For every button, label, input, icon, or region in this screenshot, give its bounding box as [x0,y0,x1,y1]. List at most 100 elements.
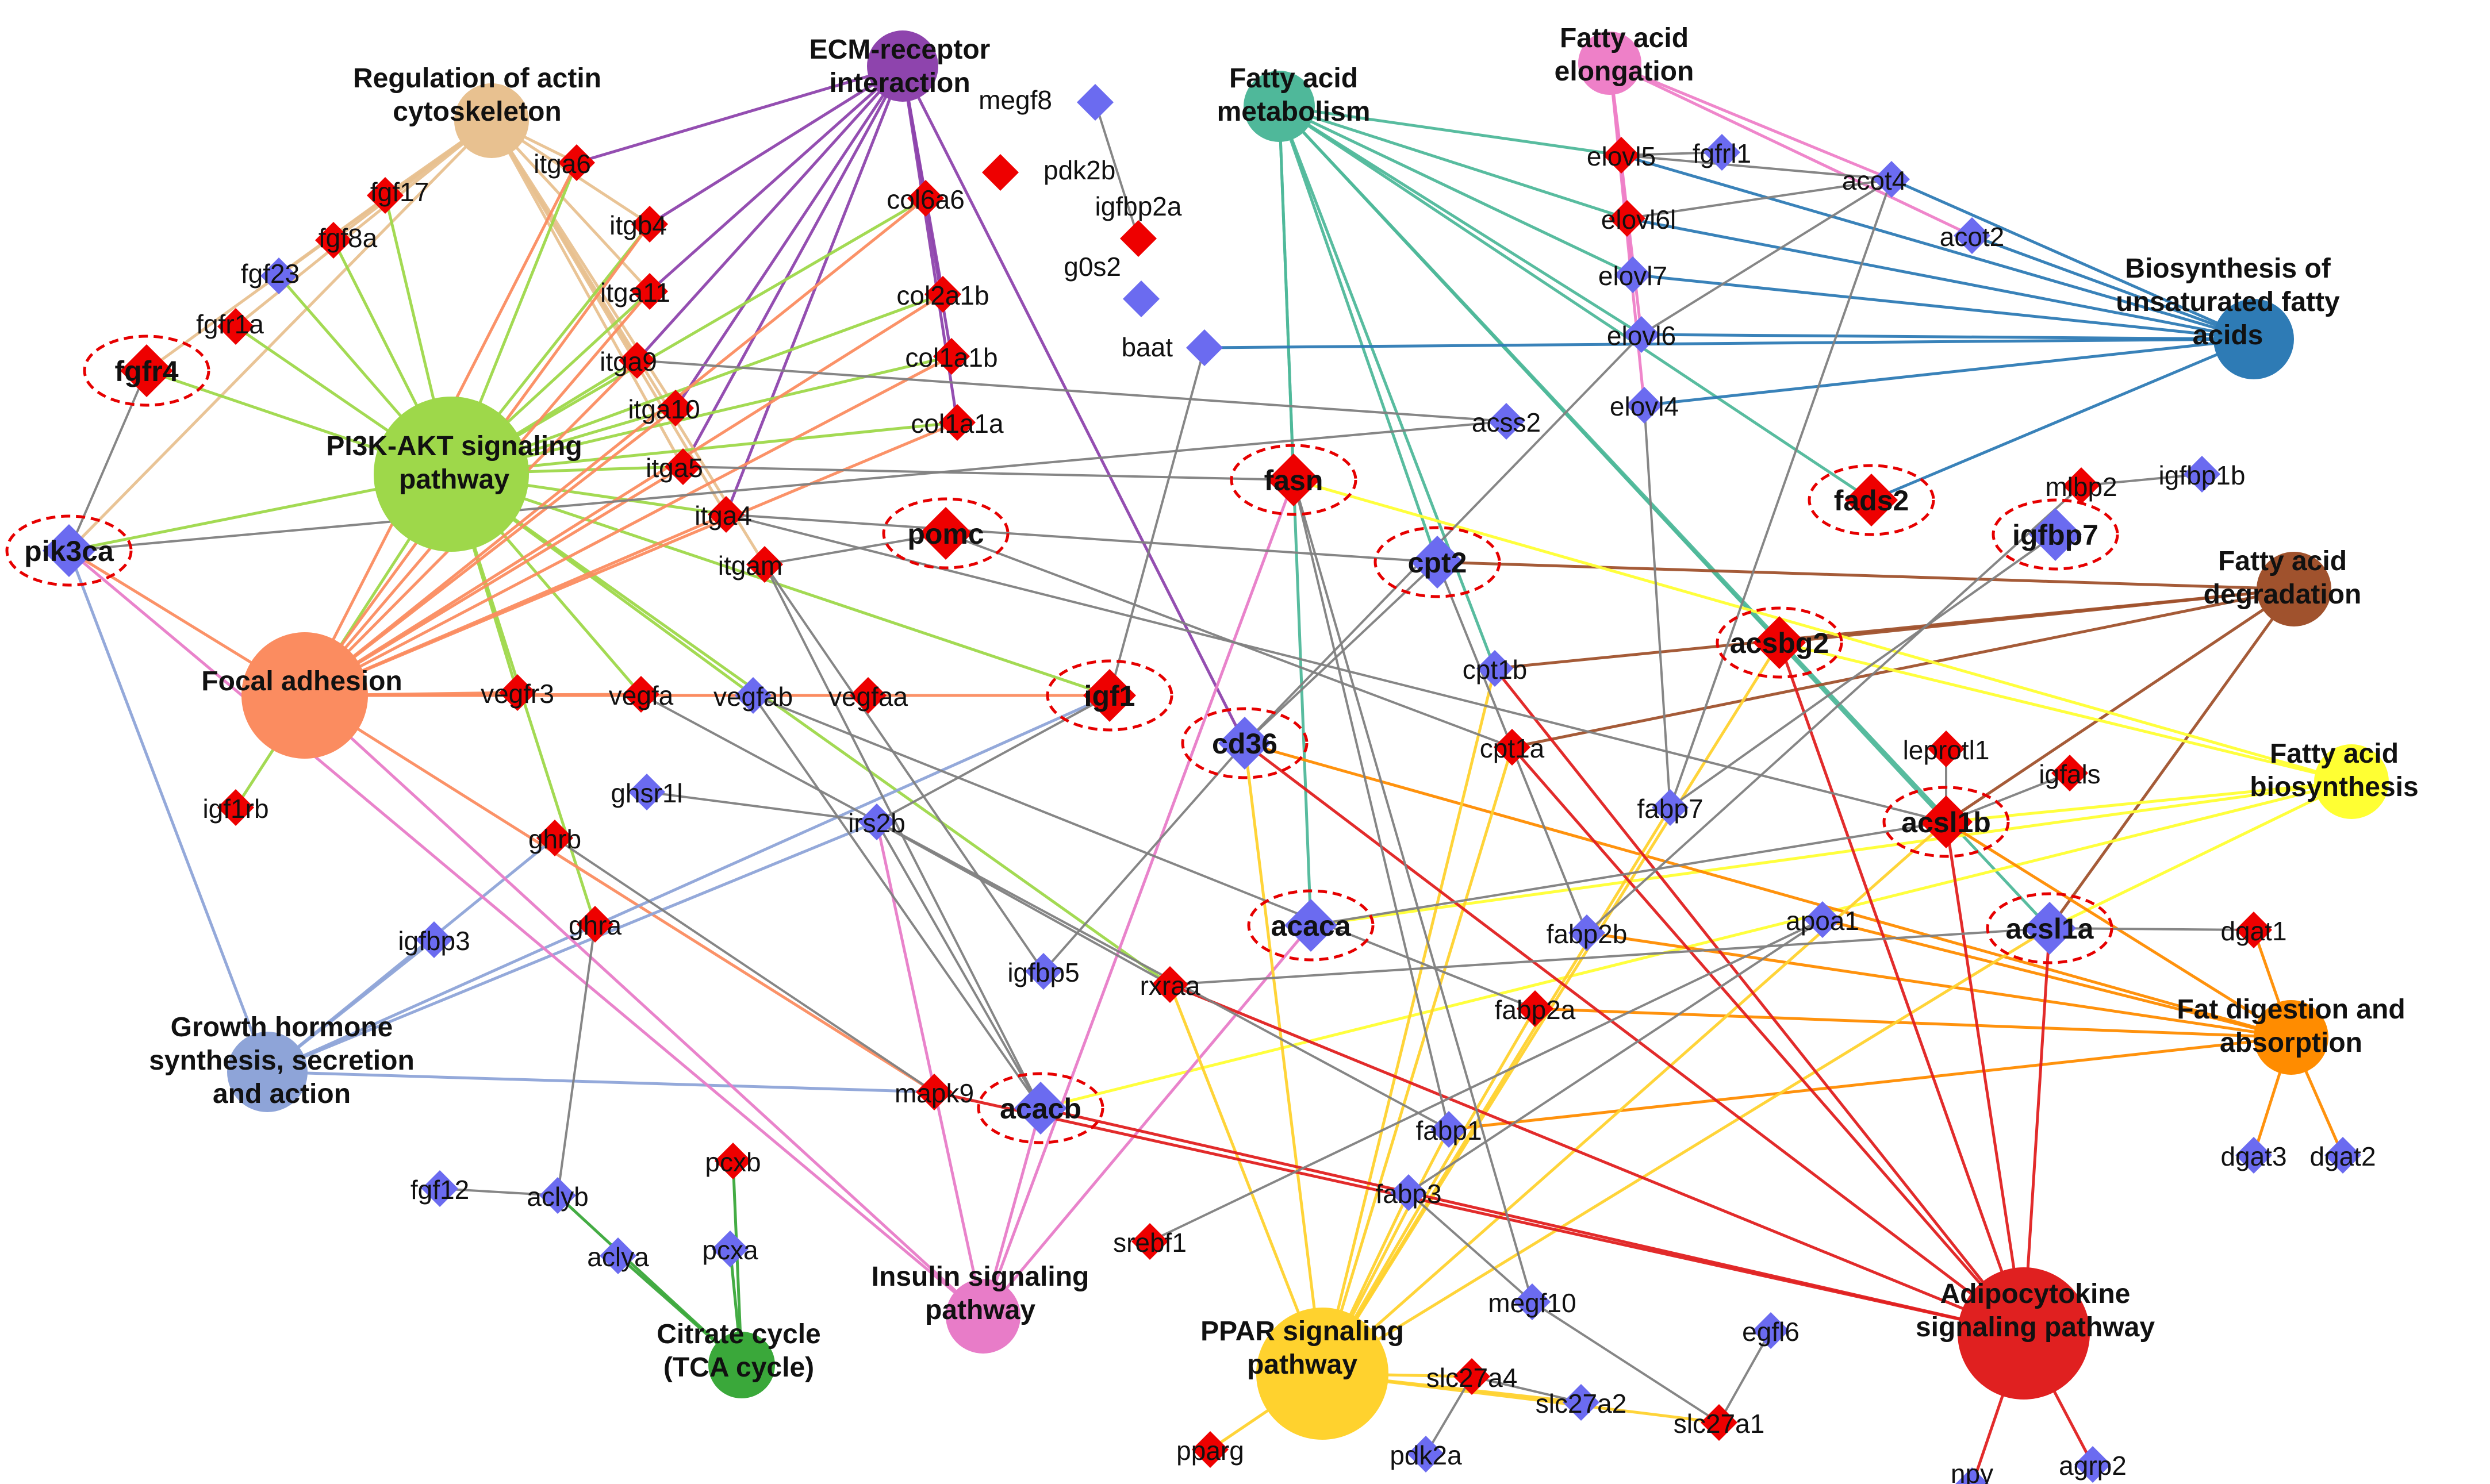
gene-node-fabp1[interactable]: fabp1 [1415,1111,1482,1148]
gene-node-irs2b[interactable]: irs2b [848,803,906,840]
gene-node-mapk9[interactable]: mapk9 [895,1074,974,1110]
gene-node-itga5[interactable]: itga5 [646,448,703,485]
gene-node-igfbp7[interactable]: igfbp7 [1992,498,2119,571]
gene-node-rxraa[interactable]: rxraa [1140,966,1200,1003]
gene-node-fabp7[interactable]: fabp7 [1637,789,1704,826]
gene-node-fgf23[interactable]: fgf23 [241,257,300,294]
gene-node-vegfaa[interactable]: vegfaa [828,677,908,714]
gene-node-cpt2[interactable]: cpt2 [1373,526,1501,598]
gene-node-col6a6[interactable]: col6a6 [887,180,965,217]
gene-node-mlbp2[interactable]: mlbp2 [2045,467,2117,504]
gene-node-igfbp2a[interactable]: igfbp2a [1095,191,1182,257]
gene-node-itga4[interactable]: itga4 [695,496,752,533]
gene-node-igfbp5[interactable]: igfbp5 [1007,953,1080,990]
gene-node-acss2[interactable]: acss2 [1472,403,1541,440]
gene-node-npy[interactable]: npy [1951,1459,1993,1484]
gene-node-acaca[interactable]: acaca [1247,889,1375,962]
gene-node-fabp3[interactable]: fabp3 [1375,1174,1442,1211]
gene-node-igfals[interactable]: igfals [2039,755,2101,791]
gene-node-elovl5[interactable]: elovl5 [1587,137,1656,174]
gene-node-pomc[interactable]: pomc [882,497,1010,570]
gene-node-vegfr3[interactable]: vegfr3 [481,674,554,711]
gene-node-baat[interactable]: baat [1121,329,1223,366]
gene-node-cd36[interactable]: cd36 [1181,707,1309,779]
gene-node-apoa1[interactable]: apoa1 [1786,901,1859,938]
gene-node-elovl7[interactable]: elovl7 [1598,256,1667,293]
pathway-node-focal[interactable]: Focal adhesion [201,632,402,759]
gene-node-megf8[interactable]: megf8 [979,84,1114,121]
gene-node-ghsr1l[interactable]: ghsr1l [611,774,683,810]
gene-node-leprotl1[interactable]: leprotl1 [1903,731,1990,767]
gene-node-cpt1a[interactable]: cpt1a [1480,729,1545,766]
gene-node-igfbp1b[interactable]: igfbp1b [2159,456,2246,493]
gene-node-fgf12[interactable]: fgf12 [410,1170,469,1207]
gene-node-megf10[interactable]: megf10 [1488,1283,1576,1320]
gene-node-pdk2b[interactable]: pdk2b [982,154,1115,191]
gene-node-igf1[interactable]: igf1 [1046,659,1173,732]
gene-node-acot2[interactable]: acot2 [1940,217,2005,254]
gene-node-g0s2[interactable]: g0s2 [1064,252,1160,317]
gene-node-pparg[interactable]: pparg [1176,1431,1244,1468]
gene-node-aclya[interactable]: aclya [587,1237,649,1274]
gene-node-vegfa[interactable]: vegfa [609,676,674,713]
gene-node-slc27a2[interactable]: slc27a2 [1536,1384,1627,1421]
gene-node-elovl4[interactable]: elovl4 [1610,387,1679,424]
gene-node-dgat1[interactable]: dgat1 [2220,912,2287,948]
gene-node-fasn[interactable]: fasn [1230,444,1357,516]
gene-node-fgfr1a[interactable]: fgfr1a [196,308,264,345]
gene-node-dgat2[interactable]: dgat2 [2309,1137,2376,1174]
gene-node-cpt1b[interactable]: cpt1b [1463,650,1528,687]
gene-node-itga11[interactable]: itga11 [600,273,670,310]
gene-node-egfl6[interactable]: egfl6 [1742,1312,1800,1349]
gene-node-ghra[interactable]: ghra [569,906,621,943]
gene-node-pdk2a[interactable]: pdk2a [1390,1436,1462,1473]
gene-node-acsl1b[interactable]: acsl1b [1882,786,2010,858]
gene-node-acsl1a[interactable]: acsl1a [1986,892,2113,964]
gene-node-srebf1[interactable]: srebf1 [1113,1223,1187,1260]
gene-node-pcxa[interactable]: pcxa [702,1231,758,1267]
gene-node-itga9[interactable]: itga9 [600,342,657,379]
gene-node-dgat3[interactable]: dgat3 [2220,1137,2287,1174]
gene-node-fgf8a[interactable]: fgf8a [315,222,378,259]
gene-node-fgfrl1[interactable]: fgfrl1 [1693,134,1751,171]
gene-node-fgfr4[interactable]: fgfr4 [83,335,210,407]
gene-node-fabp2a[interactable]: fabp2a [1495,990,1576,1027]
gene-node-agrp2[interactable]: agrp2 [2059,1446,2127,1483]
gene-node-acsbg2[interactable]: acsbg2 [1716,606,1843,679]
gene-node-pcxb[interactable]: pcxb [705,1143,761,1179]
gene-node-itga6[interactable]: itga6 [534,144,595,181]
gene-node-itgb4[interactable]: itgb4 [609,206,668,243]
gene-node-igfbp3[interactable]: igfbp3 [398,921,470,958]
gene-node-ghrb[interactable]: ghrb [528,820,581,856]
gene-node-fads2[interactable]: fads2 [1808,464,1935,536]
gene-node-itgam[interactable]: itgam [718,546,783,583]
gene-node-elovl6[interactable]: elovl6 [1607,316,1676,353]
gene-node-itga10[interactable]: itga10 [628,390,700,426]
gene-node-col1a1b[interactable]: col1a1b [905,338,998,375]
gene-node-vegfab[interactable]: vegfab [713,677,793,714]
gene-node-fabp2b[interactable]: fabp2b [1547,914,1628,951]
gene-node-igf1rb[interactable]: igf1rb [202,789,269,826]
gene-node-slc27a1[interactable]: slc27a1 [1674,1404,1765,1441]
gene-node-slc27a4[interactable]: slc27a4 [1426,1358,1518,1395]
gene-node-pik3ca[interactable]: pik3ca [5,514,133,587]
pathway-node-tca[interactable]: Citrate cycle(TCA cycle) [657,1319,821,1398]
gene-node-elovl6l[interactable]: elovl6l [1601,200,1676,237]
gene-node-col2a1b[interactable]: col2a1b [896,276,989,313]
gene-node-acot4[interactable]: acot4 [1842,161,1910,198]
gene-node-acacb[interactable]: acacb [977,1072,1104,1144]
gene-node-col1a1a[interactable]: col1a1a [911,404,1004,441]
